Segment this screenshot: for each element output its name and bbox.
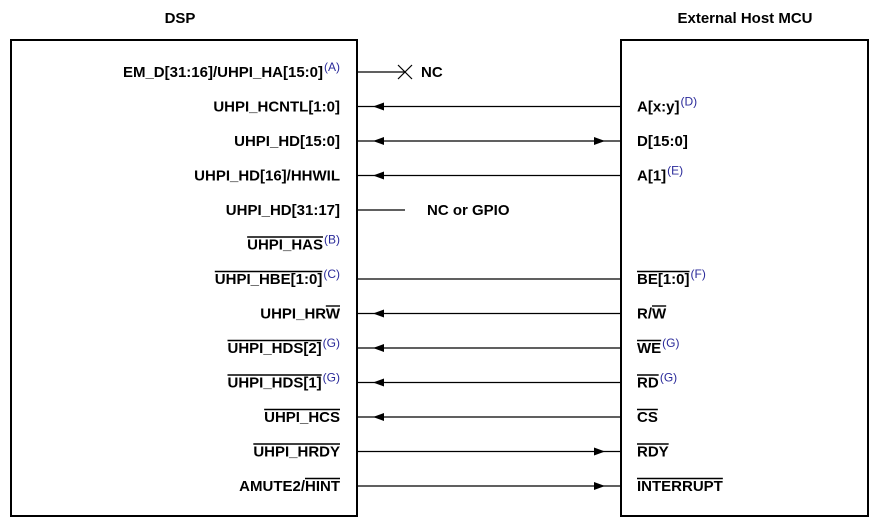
nc-or-gpio-label: NC or GPIO <box>427 202 510 219</box>
arrow-to-host-icon <box>594 447 605 456</box>
dsp-signal-label-footnote: (A) <box>324 60 340 74</box>
host-signal-label: D[15:0] <box>637 133 688 150</box>
dsp-signal-label: UHPI_HD[16]/HHWIL <box>194 168 340 185</box>
host-signal-label-footnote: (G) <box>660 371 677 385</box>
dsp-box <box>10 39 358 517</box>
dsp-signal-label: UHPI_HDS[2] <box>227 340 321 357</box>
dsp-signal-label-footnote: (G) <box>323 371 340 385</box>
signal-row: UHPI_HBE[1:0](C) BE[1:0](F) <box>214 267 706 288</box>
arrow-to-host-icon <box>594 482 605 490</box>
dsp-signal-label-footnote: (B) <box>324 233 340 247</box>
arrow-to-dsp-icon <box>373 171 384 180</box>
arrow-to-dsp-icon <box>373 137 384 145</box>
host-signal-label-footnote: (E) <box>667 164 683 178</box>
signal-row: UHPI_HCS CS <box>264 408 658 426</box>
arrow-to-dsp-icon <box>373 102 384 111</box>
signal-row: UHPI_HRDY RDY <box>253 443 669 461</box>
arrow-to-host-icon <box>594 137 605 145</box>
host-signal-label-footnote: (G) <box>662 336 679 350</box>
host-signal-label-footnote: (F) <box>691 267 706 281</box>
signal-row: UHPI_HD[15:0] D[15:0] <box>234 133 688 150</box>
host-signal-label: BE[1:0] <box>637 271 690 288</box>
signal-row: UHPI_HD[16]/HHWIL A[1](E) <box>194 164 683 185</box>
dsp-signal-label: EM_D[31:16]/UHPI_HA[15:0] <box>123 64 323 81</box>
host-signal-label: CS <box>637 409 658 426</box>
arrow-to-dsp-icon <box>373 378 384 387</box>
nc-label: NC <box>421 64 443 81</box>
dsp-signal-label: UHPI_HAS <box>247 237 323 254</box>
signal-row: UHPI_HCNTL[1:0] A[x:y](D) <box>213 95 697 116</box>
host-signal-label: RDY <box>637 444 669 461</box>
dsp-signal-label: UHPI_HRDY <box>253 444 340 461</box>
host-signal-label: RD <box>637 375 659 392</box>
arrow-to-dsp-icon <box>373 413 384 421</box>
signal-row: UHPI_HRW R/W <box>260 305 667 323</box>
signal-rows: EM_D[31:16]/UHPI_HA[15:0](A) NC UHPI_HCNTL… <box>123 60 723 495</box>
host-signal-label: R/W <box>637 306 667 323</box>
host-signal-label: A[1] <box>637 168 666 185</box>
arrow-to-dsp-icon <box>373 309 384 318</box>
host-signal-label: INTERRUPT <box>637 478 723 495</box>
dsp-signal-label: UHPI_HD[15:0] <box>234 133 340 150</box>
dsp-signal-label: UHPI_HBE[1:0] <box>215 271 323 288</box>
signal-row: UHPI_HDS[1](G)RD(G) <box>227 371 677 392</box>
arrow-to-dsp-icon <box>373 344 384 352</box>
signal-row: UHPI_HD[31:17] NC or GPIO <box>226 202 510 219</box>
host-box <box>620 39 869 517</box>
dsp-title: DSP <box>165 10 196 27</box>
no-connect-x-icon <box>397 64 413 80</box>
dsp-signal-label: AMUTE2/HINT <box>239 478 340 495</box>
dsp-signal-label: UHPI_HD[31:17] <box>226 202 340 219</box>
host-signal-label: WE <box>637 340 661 357</box>
host-title: External Host MCU <box>677 10 812 27</box>
host-signal-label-footnote: (D) <box>681 95 698 109</box>
signal-row: AMUTE2/HINT INTERRUPT <box>239 477 723 495</box>
dsp-signal-label-footnote: (C) <box>323 267 340 281</box>
host-signal-label: A[x:y] <box>637 99 680 116</box>
signal-row: UHPI_HDS[2](G)WE(G) <box>227 336 680 357</box>
signal-row: UHPI_HAS(B) <box>247 233 340 254</box>
signal-row: EM_D[31:16]/UHPI_HA[15:0](A) NC <box>123 60 443 81</box>
dsp-signal-label: UHPI_HCS <box>264 409 340 426</box>
dsp-signal-label: UHPI_HCNTL[1:0] <box>213 99 340 116</box>
dsp-signal-label-footnote: (G) <box>323 336 340 350</box>
dsp-signal-label: UHPI_HDS[1] <box>227 375 321 392</box>
dsp-signal-label: UHPI_HRW <box>260 306 341 323</box>
